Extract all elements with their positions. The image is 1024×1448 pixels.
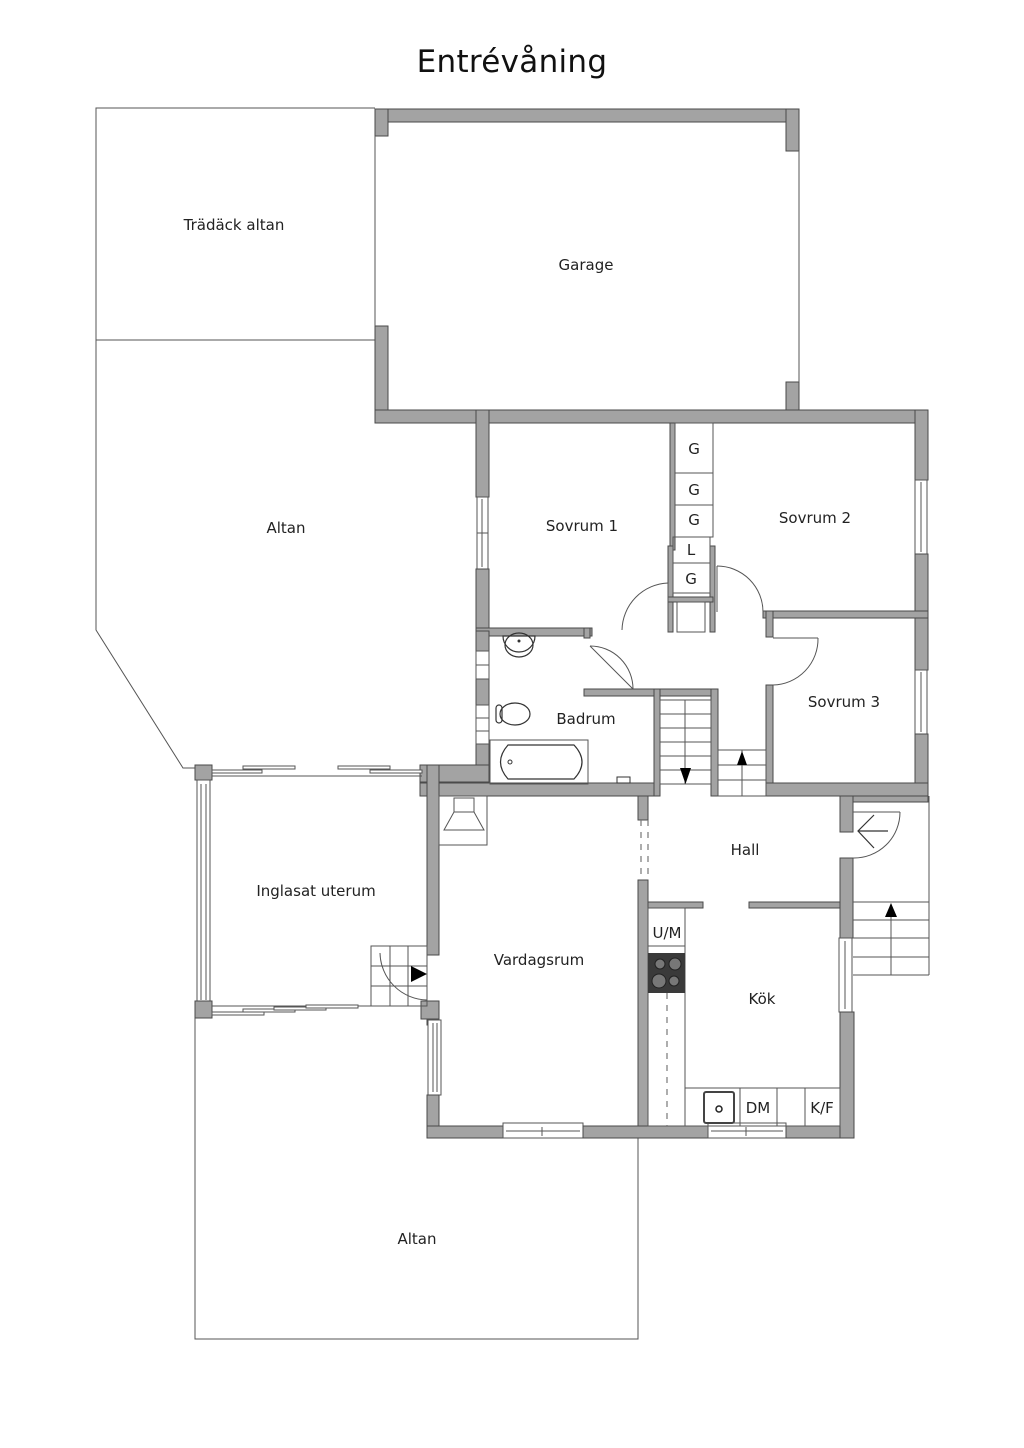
stairs-down <box>659 699 712 785</box>
room-label-tradack-altan: Trädäck altan <box>183 216 285 234</box>
garage-walls <box>374 108 929 424</box>
washer-microwave-label: U/M <box>653 924 682 942</box>
arrow-up-icon <box>737 751 747 765</box>
uterum-walls <box>194 764 490 1020</box>
room-label-sovrum2: Sovrum 2 <box>779 509 851 527</box>
closet-label: G <box>685 570 697 588</box>
bedroom-block-walls <box>475 409 929 797</box>
arrow-down-icon <box>680 768 691 784</box>
arrow-right-icon <box>411 966 427 982</box>
tradack-altan-area <box>95 107 375 341</box>
room-label-badrum: Badrum <box>556 710 615 728</box>
room-label-sovrum3: Sovrum 3 <box>808 693 880 711</box>
entry-stairs <box>853 796 930 976</box>
room-label-kok: Kök <box>749 990 776 1008</box>
uterum-steps <box>370 945 428 1007</box>
closet-label: L <box>687 541 696 559</box>
bathroom-fixtures <box>489 632 631 785</box>
room-label-sovrum1: Sovrum 1 <box>546 517 618 535</box>
sink-icon <box>703 1091 735 1124</box>
closet-label: G <box>688 511 700 529</box>
room-label-inglasat-uterum: Inglasat uterum <box>256 882 375 900</box>
altan-upper-area <box>95 340 195 769</box>
closet-column: G G G L G <box>672 422 714 633</box>
badrum-walls <box>419 627 719 797</box>
door-badrum <box>589 645 634 690</box>
room-label-hall: Hall <box>731 841 760 859</box>
floor-title: Entrévåning <box>416 44 608 80</box>
arrow-up-icon <box>885 903 897 917</box>
door-sovrum2 <box>716 565 764 613</box>
dishwasher-label: DM <box>746 1099 771 1117</box>
closet-label: G <box>688 440 700 458</box>
closet-label: G <box>688 481 700 499</box>
door-sovrum3 <box>772 637 819 686</box>
door-sovrum1 <box>621 582 669 632</box>
altan-lower-area <box>194 1018 639 1340</box>
fireplace <box>438 795 488 846</box>
room-label-altan-upper: Altan <box>266 519 305 537</box>
fridge-freezer-label: K/F <box>810 1099 834 1117</box>
room-label-altan-lower: Altan <box>397 1230 436 1248</box>
room-label-garage: Garage <box>559 256 614 274</box>
front-door <box>852 811 901 859</box>
room-label-vardagsrum: Vardagsrum <box>494 951 585 969</box>
hall-walls <box>647 795 929 1139</box>
vardagsrum-walls <box>426 795 855 1139</box>
stove-icon <box>648 953 685 993</box>
stairs-up <box>717 749 767 797</box>
kitchen-fixtures: U/M DM K/F <box>647 907 841 1127</box>
